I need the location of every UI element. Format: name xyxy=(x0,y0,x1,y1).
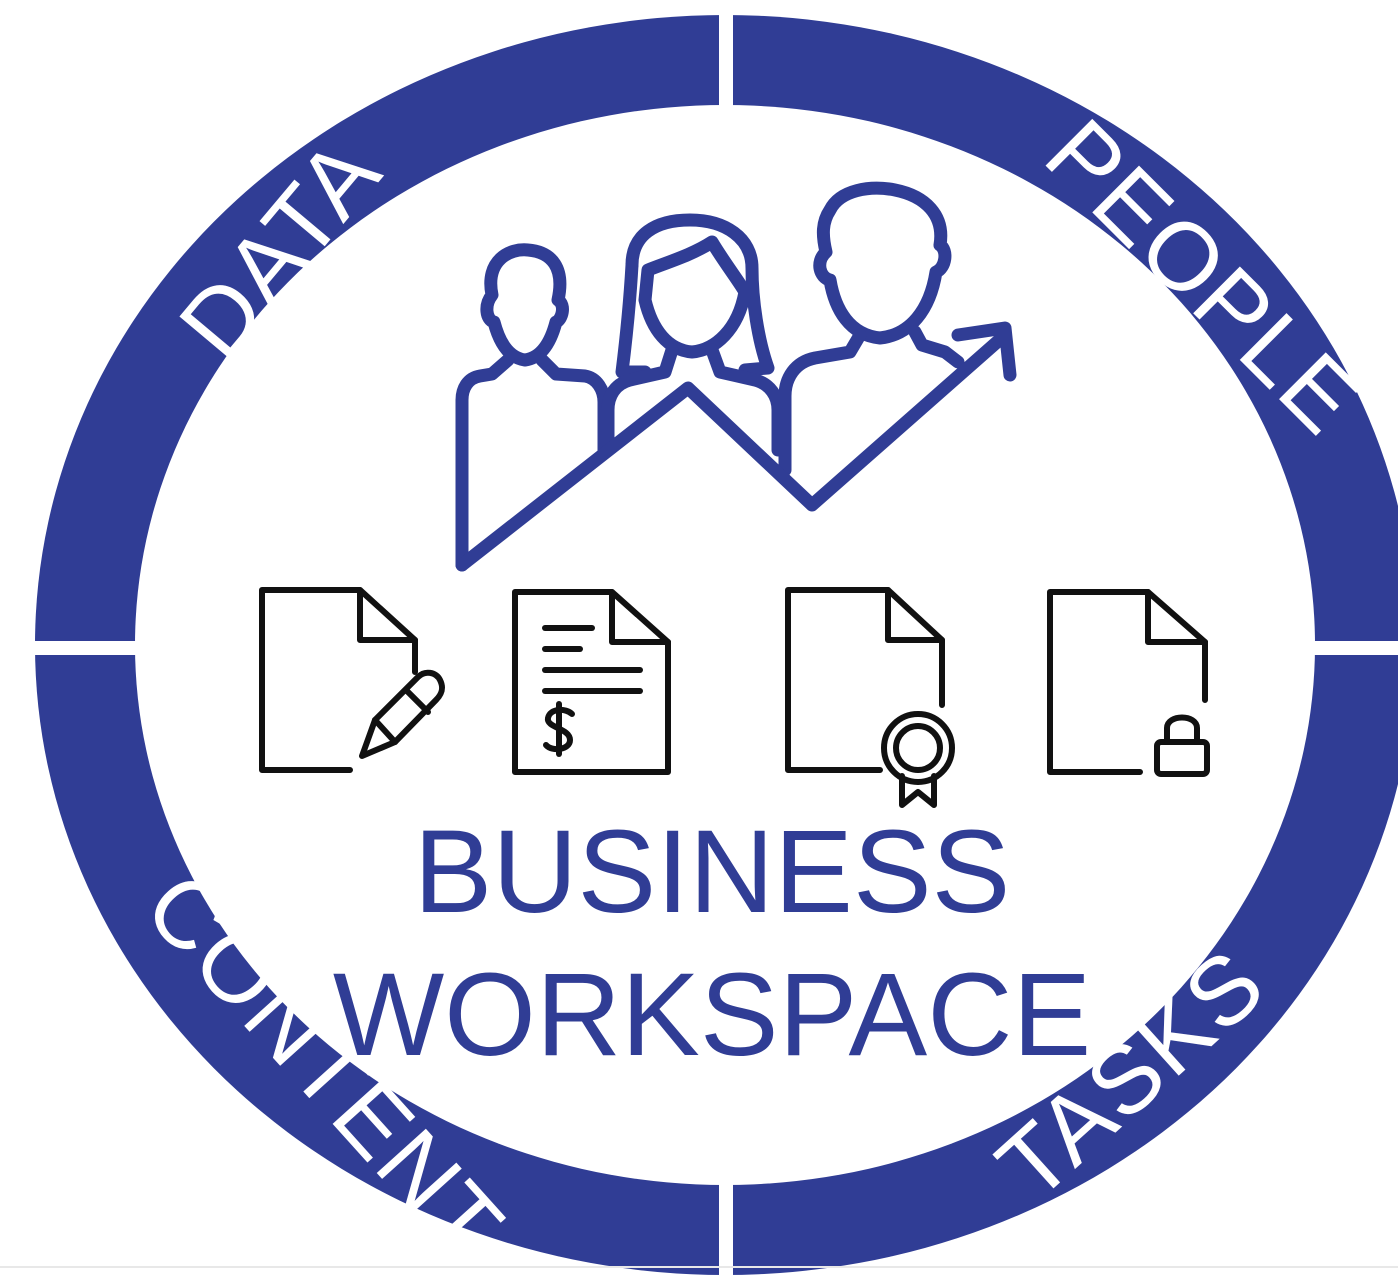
divider-left xyxy=(20,641,150,655)
divider-top xyxy=(719,0,733,125)
people-growth-icon xyxy=(455,181,1017,572)
locked-document-icon xyxy=(1047,589,1210,777)
divider-right xyxy=(1305,641,1398,655)
bottom-rule xyxy=(0,1266,1398,1268)
certificate-document-icon xyxy=(785,587,955,808)
divider-bottom xyxy=(719,1160,733,1283)
document-edit-icon xyxy=(259,587,446,773)
title-line-business: BUSINESS xyxy=(414,806,1011,938)
title-line-workspace: WORKSPACE xyxy=(333,949,1091,1081)
outer-ring xyxy=(20,0,1398,1283)
invoice-dollar-icon xyxy=(512,589,671,775)
